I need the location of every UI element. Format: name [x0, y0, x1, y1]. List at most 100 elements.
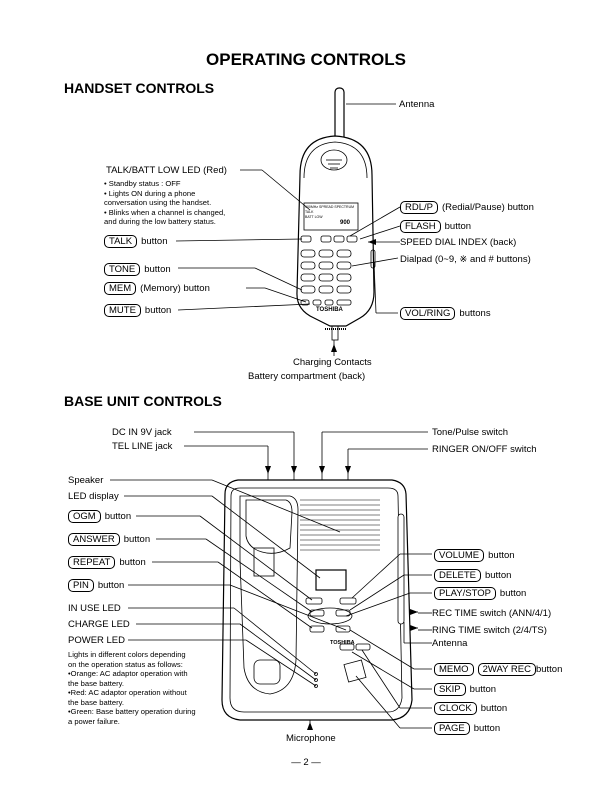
base-brand: TOSHIBA — [330, 640, 355, 646]
talk-led-note: • Blinks when a channel is changed, — [104, 207, 226, 217]
handset-label-top: 900MHz SPREAD SPECTRUM — [305, 205, 355, 209]
dialpad-label: Dialpad (0~9, ※ and # buttons) — [400, 254, 531, 265]
rdl-desc: (Redial/Pause) button — [441, 202, 534, 213]
ogm-desc: button — [104, 511, 132, 522]
answer-key: ANSWER — [68, 533, 120, 546]
ringer-label: RINGER ON/OFF switch — [432, 444, 537, 455]
led-display-label: LED display — [68, 491, 119, 502]
power-led-label: POWER LED — [68, 635, 126, 646]
vol-ring-key: VOL/RING — [400, 307, 456, 320]
page-desc: button — [473, 723, 501, 734]
tone-key: TONE — [104, 263, 141, 276]
vol-ring-desc: buttons — [459, 308, 491, 319]
rdl-button-callout: RDL/P(Redial/Pause) button — [400, 201, 534, 214]
repeat-desc: button — [119, 557, 146, 568]
talk-led-note: • Standby status : OFF — [104, 179, 181, 188]
handset-leaders — [175, 103, 401, 356]
dc-in-label: DC IN 9V jack — [112, 427, 172, 438]
flash-desc: button — [444, 221, 472, 232]
microphone-label: Microphone — [286, 733, 336, 744]
talk-key: TALK — [104, 235, 138, 248]
talk-led-notes: • Standby status : OFF • Lights ON durin… — [104, 179, 225, 227]
tone-pulse-label: Tone/Pulse switch — [432, 427, 509, 438]
power-note: the base battery. — [68, 678, 125, 688]
handset-antenna-label: Antenna — [399, 99, 435, 110]
power-note: •Red: AC adaptor operation without — [68, 688, 187, 697]
pin-key: PIN — [68, 579, 94, 592]
power-led-notes: Lights in different colors depending on … — [68, 650, 196, 726]
memo-key: MEMO — [434, 663, 474, 676]
play-stop-key: PLAY/STOP — [434, 587, 496, 600]
power-note: a power failure. — [68, 716, 120, 726]
answer-desc: button — [123, 534, 151, 545]
base-antenna-label: Antenna — [432, 638, 468, 649]
power-note: Lights in different colors depending — [68, 650, 186, 659]
ogm-key: OGM — [68, 510, 101, 523]
mute-desc: button — [144, 305, 172, 316]
power-note: •Green: Base battery operation during — [68, 707, 196, 716]
speaker-label: Speaker — [68, 475, 104, 486]
page-key: PAGE — [434, 722, 470, 735]
speed-dial-label: SPEED DIAL INDEX (back) — [400, 237, 517, 248]
power-note: on the operation status as follows: — [68, 659, 183, 669]
charge-led-label: CHARGE LED — [68, 619, 130, 630]
base-leaders — [110, 431, 432, 730]
flash-key: FLASH — [400, 220, 441, 233]
handset-brand: TOSHIBA — [316, 307, 343, 313]
handset-heading: HANDSET CONTROLS — [64, 80, 215, 96]
handset-900-logo: 900 — [340, 220, 351, 226]
two-way-rec-key: 2WAY REC — [477, 663, 536, 676]
handset-label-batt: BATT LOW — [305, 215, 323, 219]
tel-line-label: TEL LINE jack — [112, 441, 173, 452]
base-unit-drawing — [221, 472, 418, 721]
handset-drawing — [296, 87, 376, 341]
base-heading: BASE UNIT CONTROLS — [64, 393, 222, 409]
talk-led-label: TALK/BATT LOW LED (Red) — [106, 165, 227, 176]
talk-desc: button — [141, 236, 168, 247]
delete-desc: button — [484, 570, 512, 581]
volume-desc: button — [488, 550, 515, 561]
skip-key: SKIP — [434, 683, 466, 696]
mem-desc: (Memory) button — [140, 283, 210, 294]
page-title: OPERATING CONTROLS — [206, 50, 406, 69]
clock-key: CLOCK — [434, 702, 477, 715]
memo-desc: button — [535, 664, 563, 675]
rec-time-label: REC TIME switch (ANN/4/1) — [432, 608, 552, 619]
mute-key: MUTE — [104, 304, 141, 317]
rdl-key: RDL/P — [400, 201, 438, 214]
skip-desc: button — [469, 684, 497, 695]
mem-button-callout: MEM(Memory) button — [104, 282, 210, 295]
repeat-key: REPEAT — [68, 556, 116, 569]
talk-led-note: conversation using the handset. — [104, 198, 212, 207]
page-number: — 2 — — [291, 757, 321, 768]
clock-desc: button — [480, 703, 508, 714]
delete-key: DELETE — [434, 569, 481, 582]
volume-key: VOLUME — [434, 549, 485, 562]
ring-time-label: RING TIME switch (2/4/TS) — [432, 625, 547, 636]
mem-key: MEM — [104, 282, 137, 295]
handset-label-talk: TALK — [305, 210, 314, 214]
play-stop-desc: button — [499, 588, 527, 599]
pin-desc: button — [97, 580, 125, 591]
handset-model-label: 900MHz SPREAD SPECTRUM TALK BATT LOW — [305, 205, 354, 220]
talk-led-note: and during the low battery status. — [104, 217, 216, 226]
power-note: •Orange: AC adaptor operation with — [68, 669, 188, 678]
power-note: the base battery. — [68, 697, 125, 707]
battery-compartment-label: Battery compartment (back) — [248, 371, 366, 382]
